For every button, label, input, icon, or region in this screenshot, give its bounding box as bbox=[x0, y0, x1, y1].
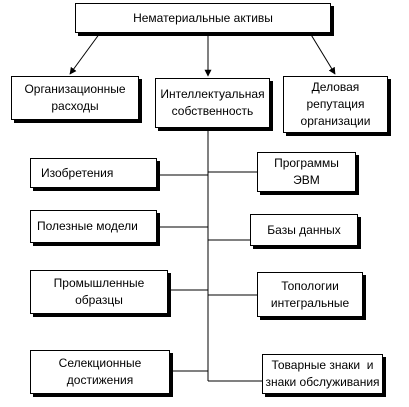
node-organizational-expenses: Организационные расходы bbox=[11, 76, 139, 120]
node-label-line: Промышленные bbox=[53, 276, 145, 290]
node-label-line: Программы bbox=[274, 156, 339, 170]
node-label-line: ЭВМ bbox=[293, 173, 320, 187]
node-label-line: Базы данных bbox=[267, 222, 341, 237]
node-databases: Базы данных bbox=[250, 214, 358, 246]
node-business-reputation: Деловая репутация организации bbox=[283, 76, 388, 133]
node-label-line: достижения bbox=[66, 373, 134, 387]
node-label-line: репутация bbox=[306, 97, 365, 111]
node-utility-models: Полезные модели bbox=[30, 210, 157, 243]
node-label-line: Интеллектуальная bbox=[160, 87, 265, 101]
node-label-line: собственность bbox=[171, 104, 254, 118]
node-label-line: Изобретения bbox=[41, 165, 114, 180]
node-label-line: Топологии bbox=[281, 278, 339, 293]
node-label-line: знаки обслуживания bbox=[265, 375, 380, 389]
node-computer-programs: Программы ЭВМ bbox=[257, 152, 356, 192]
arrow-root-to-org bbox=[69, 32, 101, 75]
node-label-line: Организационные bbox=[24, 82, 126, 96]
node-intellectual-property: Интеллектуальная собственность bbox=[155, 78, 270, 128]
node-inventions: Изобретения bbox=[30, 158, 157, 188]
node-label-line: интегральные bbox=[270, 295, 350, 310]
node-trademarks: Товарные знаки и знаки обслуживания bbox=[262, 354, 383, 394]
node-label-line: Товарные знаки и bbox=[271, 358, 374, 372]
node-label-line: Полезные модели bbox=[37, 219, 138, 233]
root-node: Нематериальные активы bbox=[75, 3, 331, 33]
node-label-line: расходы bbox=[51, 99, 99, 113]
root-label: Нематериальные активы bbox=[133, 10, 273, 25]
node-label-line: образцы bbox=[75, 293, 123, 307]
node-industrial-designs: Промышленные образцы bbox=[30, 270, 168, 314]
node-selection-achievements: Селекционные достижения bbox=[30, 350, 170, 394]
node-topologies: Топологии интегральные bbox=[257, 272, 363, 317]
node-label-line: организации bbox=[300, 114, 371, 128]
arrow-root-to-rep bbox=[309, 32, 336, 75]
node-label-line: Деловая bbox=[311, 80, 360, 94]
node-label-line: Селекционные bbox=[58, 356, 142, 370]
